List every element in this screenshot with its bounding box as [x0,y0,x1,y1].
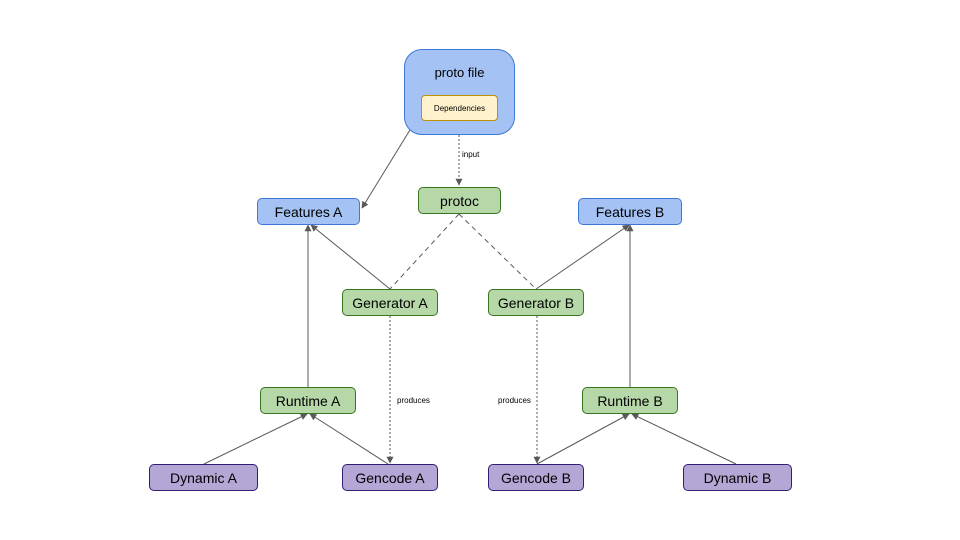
edge-dynamic-a-to-runtime-a [203,413,308,465]
features-a-label: Features A [274,203,343,220]
dynamic-a-node[interactable]: Dynamic A [149,464,258,491]
edge-label-produces-a: produces [397,396,430,405]
edge-gencode-b-to-runtime-b [536,413,630,465]
protoc-label: protoc [440,192,479,209]
runtime-b-node[interactable]: Runtime B [582,387,678,414]
generator-a-label: Generator A [352,294,428,311]
edge-generator-a-to-features-a [310,224,391,290]
proto-file-label: proto file [434,65,485,80]
edge-dynamic-b-to-runtime-b [631,413,737,465]
features-b-label: Features B [595,203,665,220]
proto-file-node[interactable]: proto file [404,49,515,135]
edge-generator-b-to-features-b [535,224,630,290]
generator-b-label: Generator B [497,294,575,311]
edge-protoc-to-generator-b [458,213,537,290]
dynamic-b-node[interactable]: Dynamic B [683,464,792,491]
generator-a-node[interactable]: Generator A [342,289,438,316]
features-b-node[interactable]: Features B [578,198,682,225]
gencode-a-label: Gencode A [355,469,425,486]
runtime-b-label: Runtime B [597,392,663,409]
generator-b-node[interactable]: Generator B [488,289,584,316]
features-a-node[interactable]: Features A [257,198,360,225]
protoc-node[interactable]: protoc [418,187,501,214]
dynamic-b-label: Dynamic B [703,469,772,486]
gencode-a-node[interactable]: Gencode A [342,464,438,491]
edge-label-produces-b: produces [498,396,531,405]
edge-label-input: input [462,150,480,159]
edge-gencode-a-to-runtime-a [309,413,389,465]
dynamic-a-label: Dynamic A [170,469,237,486]
gencode-b-label: Gencode B [500,469,572,486]
runtime-a-node[interactable]: Runtime A [260,387,356,414]
gencode-b-node[interactable]: Gencode B [488,464,584,491]
runtime-a-label: Runtime A [275,392,341,409]
dependencies-label: Dependencies [433,103,486,113]
edge-protoc-to-generator-a [389,213,460,290]
dependencies-node[interactable]: Dependencies [421,95,498,121]
